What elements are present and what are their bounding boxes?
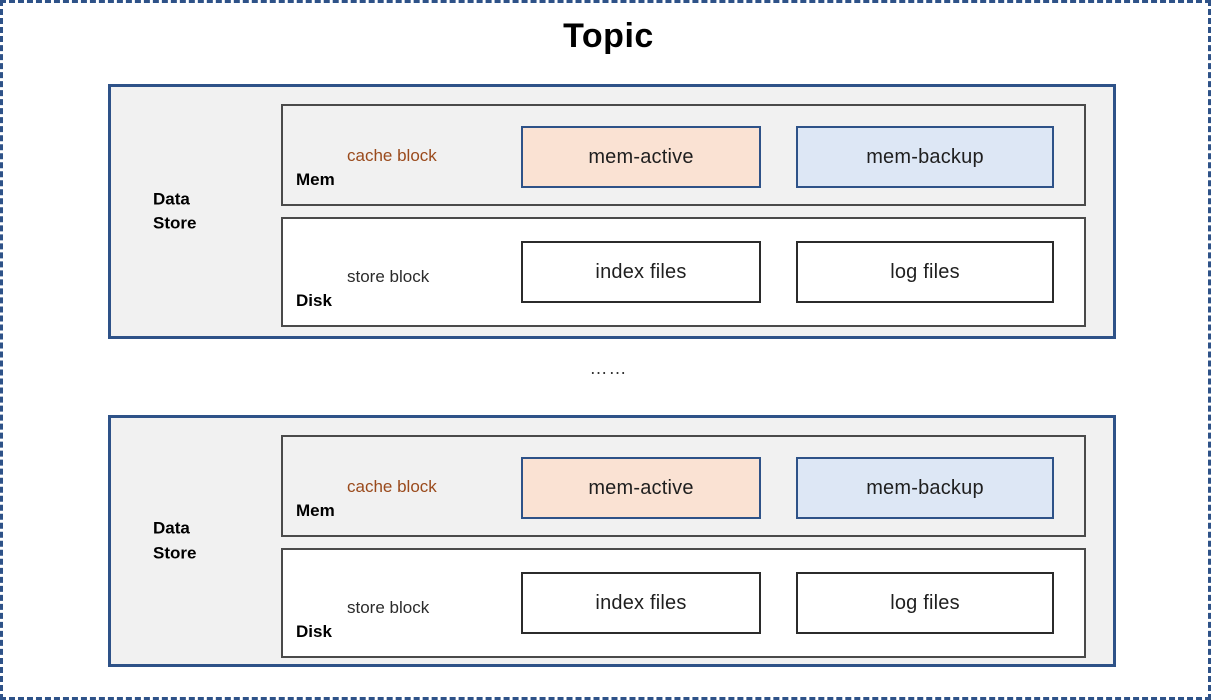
- page-title: Topic: [563, 17, 654, 55]
- tier-disk: store block Disk index files log files: [281, 548, 1086, 658]
- tier-kind-label: cache block: [347, 477, 437, 496]
- tier-kind-label: cache block: [347, 146, 437, 165]
- tier-name-label: Disk: [296, 291, 332, 310]
- tier-name-label: Mem: [296, 501, 335, 520]
- unit-log-files: log files: [796, 241, 1054, 303]
- tier-name-label: Disk: [296, 622, 332, 641]
- tier-kind-label: store block: [347, 598, 430, 617]
- tier-mem: cache block Mem mem-active mem-backup: [281, 104, 1086, 206]
- datastore-card: Data Store cache block Mem mem-active me…: [108, 415, 1116, 667]
- unit-index-files: index files: [521, 572, 761, 634]
- tier-name-label: Mem: [296, 170, 335, 189]
- unit-log-files: log files: [796, 572, 1054, 634]
- tier-kind-label: store block: [347, 267, 430, 286]
- unit-index-files: index files: [521, 241, 761, 303]
- ellipsis-separator: ……: [589, 358, 628, 378]
- unit-mem-backup: mem-backup: [796, 126, 1054, 188]
- unit-mem-active: mem-active: [521, 457, 761, 519]
- datastore-card: Data Store cache block Mem mem-active me…: [108, 84, 1116, 339]
- unit-mem-active: mem-active: [521, 126, 761, 188]
- tier-mem: cache block Mem mem-active mem-backup: [281, 435, 1086, 537]
- datastore-label: Data Store: [153, 188, 197, 233]
- datastore-label: Data Store: [153, 518, 197, 562]
- tier-disk: store block Disk index files log files: [281, 217, 1086, 327]
- unit-mem-backup: mem-backup: [796, 457, 1054, 519]
